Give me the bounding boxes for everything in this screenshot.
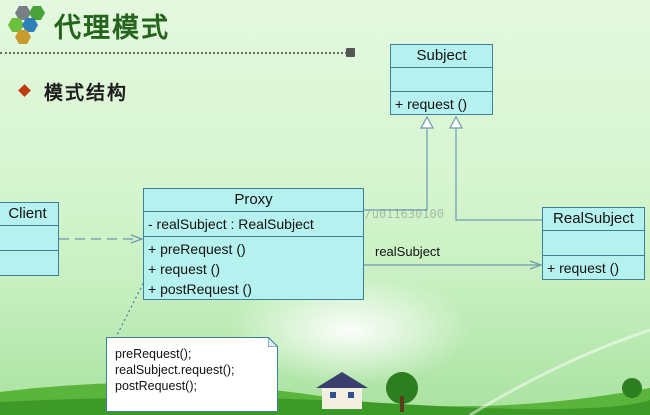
method: + request () bbox=[547, 260, 619, 276]
methods-compartment bbox=[0, 251, 58, 276]
methods-compartment: + preRequest () + request () + postReque… bbox=[144, 237, 363, 301]
class-name: Subject bbox=[391, 45, 492, 68]
attributes-compartment: - realSubject : RealSubject bbox=[144, 212, 363, 237]
note-line: realSubject.request(); bbox=[115, 363, 235, 377]
page-title: 代理模式 bbox=[54, 13, 170, 44]
method: + preRequest () bbox=[148, 241, 246, 257]
class-name: Proxy bbox=[144, 189, 363, 212]
divider-end-marker bbox=[346, 48, 355, 57]
method: + postRequest () bbox=[148, 281, 252, 297]
class-name: Client bbox=[0, 203, 58, 226]
attributes-compartment bbox=[0, 226, 58, 251]
class-proxy[interactable]: Proxy - realSubject : RealSubject + preR… bbox=[143, 188, 364, 300]
methods-compartment: + request () bbox=[391, 92, 492, 116]
attribute: - realSubject : RealSubject bbox=[148, 216, 314, 232]
generalization-arrowhead-icon bbox=[448, 115, 464, 129]
note-line: postRequest(); bbox=[115, 379, 197, 393]
note-fold-icon bbox=[268, 337, 278, 347]
association-label: realSubject bbox=[375, 244, 441, 259]
class-client[interactable]: Client bbox=[0, 202, 59, 276]
generalization-arrowhead-icon bbox=[419, 115, 435, 129]
method: + request () bbox=[395, 96, 467, 112]
code-note[interactable]: preRequest(); realSubject.request(); pos… bbox=[106, 337, 278, 412]
methods-compartment: + request () bbox=[543, 256, 644, 280]
class-subject[interactable]: Subject + request () bbox=[390, 44, 493, 115]
realsubject-generalization-line bbox=[455, 127, 542, 221]
method: + request () bbox=[148, 261, 220, 277]
open-arrowhead-icon bbox=[529, 260, 543, 270]
header-divider bbox=[0, 52, 355, 54]
proxy-generalization-line bbox=[364, 127, 428, 211]
section-heading: 模式结构 bbox=[44, 82, 129, 104]
open-arrowhead-icon bbox=[130, 234, 144, 244]
hexagon-logo-icon bbox=[8, 6, 45, 44]
note-line: preRequest(); bbox=[115, 347, 192, 361]
attributes-compartment bbox=[391, 68, 492, 92]
attributes-compartment bbox=[543, 231, 644, 256]
class-name: RealSubject bbox=[543, 208, 644, 231]
class-realsubject[interactable]: RealSubject + request () bbox=[542, 207, 645, 280]
